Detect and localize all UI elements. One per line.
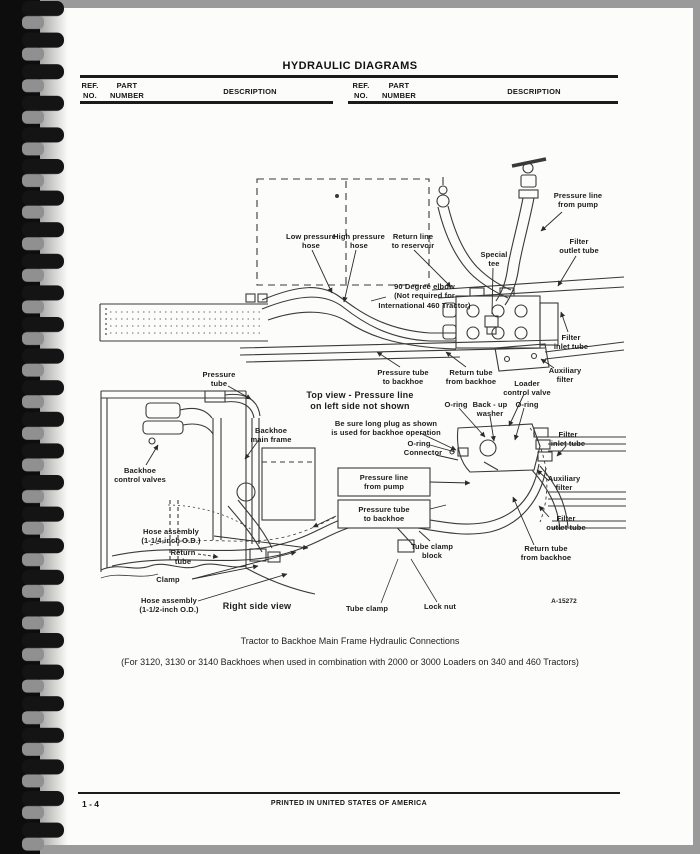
label-high-pressure-hose: High pressure hose	[333, 232, 385, 251]
label-low-pressure-hose: Low pressure hose	[286, 232, 336, 251]
label-return-tube: Return tube	[170, 548, 196, 567]
diagram-subcaption: (For 3120, 3130 or 3140 Backhoes when us…	[121, 657, 579, 667]
header-rule-top	[80, 75, 618, 78]
label-pressure-line-from-pump-top: Pressure line from pump	[553, 191, 603, 210]
label-pressure-tube-to-backhoe-top: Pressure tube to backhoe	[377, 368, 429, 387]
top-view-caption: Top view - Pressure line on left side no…	[306, 390, 414, 412]
label-hose-assembly-1-1-2: Hose assembly (1-1/2-inch O.D.)	[139, 596, 199, 615]
label-o-ring-2: O-ring	[515, 400, 539, 409]
label-backhoe-control-valves: Backhoe control valves	[114, 466, 166, 485]
col-ref-no-left: REF. NO.	[81, 81, 99, 100]
label-filter-outlet-tube-top: Filter outlet tube	[559, 237, 599, 256]
label-return-tube-from-backhoe-side: Return tube from backhoe	[520, 544, 572, 563]
scan-edge-bottom	[0, 845, 700, 854]
label-long-plug-note: Be sure long plug as shown is used for b…	[331, 419, 441, 438]
col-part-number-left: PART NUMBER	[109, 81, 145, 100]
label-filter-inlet-tube-top: Filter inlet tube	[553, 333, 589, 352]
label-pressure-line-from-pump-boxed: Pressure line from pump	[359, 473, 409, 492]
right-side-view-caption: Right side view	[222, 601, 292, 611]
header-rule-right	[348, 101, 618, 104]
label-pressure-tube: Pressure tube	[202, 370, 236, 389]
label-o-ring-3: O-ring	[407, 439, 431, 448]
col-description-left: DESCRIPTION	[223, 87, 277, 96]
label-tube-clamp-block: Tube clamp block	[410, 542, 454, 561]
label-back-up-washer: Back - up washer	[472, 400, 508, 419]
diagram-caption: Tractor to Backhoe Main Frame Hydraulic …	[240, 636, 460, 646]
printed-note: PRINTED IN UNITED STATES OF AMERICA	[270, 800, 428, 807]
label-special-tee: Special tee	[480, 250, 508, 269]
label-backhoe-main-frame: Backhoe main frame	[250, 426, 292, 445]
label-auxiliary-filter-top: Auxiliary filter	[548, 366, 582, 385]
label-connector: Connector	[403, 448, 443, 457]
page-number: 1 - 4	[82, 799, 100, 809]
label-90-degree-elbow-note: 90 Degree elbow (Not required for Intern…	[378, 282, 471, 310]
header-rule-left	[80, 101, 333, 104]
spiral-binding	[0, 0, 70, 854]
label-filter-inlet-tube-side: Filter inlet tube	[550, 430, 586, 449]
label-filter-outlet-tube-side: Filter outlet tube	[546, 514, 586, 533]
label-tube-clamp: Tube clamp	[345, 604, 389, 613]
label-lock-nut: Lock nut	[423, 602, 457, 611]
page-title: HYDRAULIC DIAGRAMS	[282, 60, 418, 72]
col-ref-no-right: REF. NO.	[352, 81, 370, 100]
label-hose-assembly-1-1-4: Hose assembly (1-1/4-inch O.D.)	[141, 527, 201, 546]
figure-number: A-15272	[551, 598, 577, 605]
scan-edge-top	[0, 0, 700, 8]
label-o-ring-1: O-ring	[444, 400, 468, 409]
col-part-number-right: PART NUMBER	[381, 81, 417, 100]
label-clamp: Clamp	[156, 575, 180, 584]
label-auxiliary-filter-side: Auxiliary filter	[547, 474, 581, 493]
label-loader-control-valve: Loader control valve	[503, 379, 551, 398]
footer-rule	[78, 792, 620, 794]
col-description-right: DESCRIPTION	[507, 87, 561, 96]
label-pressure-tube-to-backhoe-boxed: Pressure tube to backhoe	[358, 505, 410, 524]
label-return-line-to-reservoir: Return line to reservoir	[391, 232, 435, 251]
scan-edge-right	[693, 0, 700, 854]
label-return-tube-from-backhoe-top: Return tube from backhoe	[445, 368, 497, 387]
